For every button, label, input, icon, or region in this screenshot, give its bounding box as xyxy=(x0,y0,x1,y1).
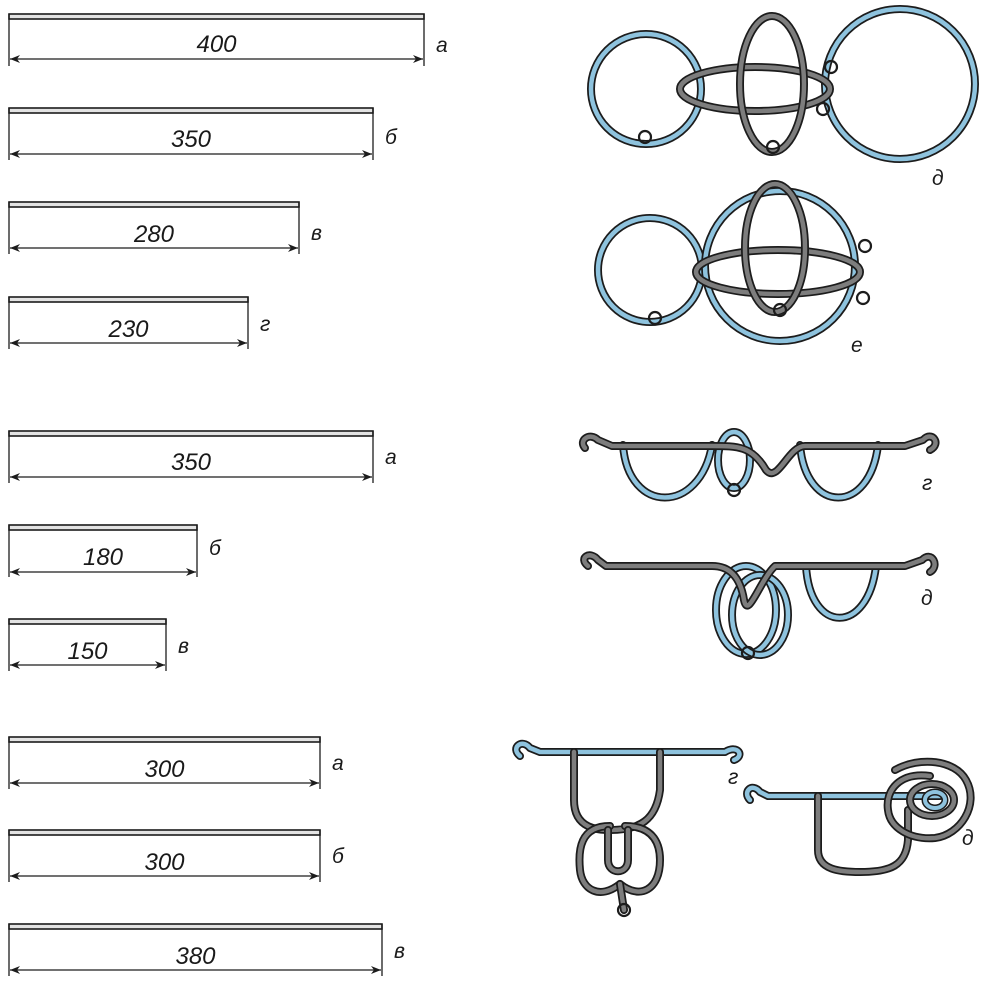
rod-bar xyxy=(8,923,383,930)
puzzle-figure-g3-g: г xyxy=(512,739,744,918)
rod-bar xyxy=(8,829,321,836)
gray-u-hanger xyxy=(570,748,664,834)
wire-hook-knot xyxy=(740,645,756,661)
rod-length-label: 300 xyxy=(144,849,185,876)
rod-bar xyxy=(8,736,321,743)
rod-bar xyxy=(8,430,374,437)
rod-letter: в xyxy=(311,222,322,245)
gray-rod xyxy=(578,432,940,477)
rod-g1-v: 280 в xyxy=(8,201,322,254)
rod-letter: б xyxy=(332,845,345,868)
blue-hanging-loops xyxy=(619,428,882,502)
rod-g3-b: 300 б xyxy=(8,829,345,882)
blue-rod xyxy=(743,783,944,804)
figure-letter: д xyxy=(932,167,944,190)
figure-letter: е xyxy=(851,334,863,357)
rod-bar xyxy=(8,201,300,208)
puzzle-figure-g1-e: е xyxy=(594,180,873,357)
puzzle-figure-g3-d: д xyxy=(743,757,975,876)
rod-length-label: 230 xyxy=(107,316,149,343)
figure-letter: г xyxy=(728,766,738,789)
wire-hook-knots xyxy=(637,59,839,155)
rod-g1-g: 230 г xyxy=(8,296,270,349)
blue-loops xyxy=(712,562,880,659)
rod-bar xyxy=(8,107,374,114)
blue-ring-left xyxy=(594,214,706,326)
rod-letter: а xyxy=(385,446,397,469)
rod-length-label: 400 xyxy=(196,31,237,58)
gray-coil xyxy=(883,757,975,843)
rod-length-label: 180 xyxy=(83,544,124,571)
puzzle-figure-g1-d: д xyxy=(587,5,979,190)
blue-rod xyxy=(512,739,744,764)
rod-length-label: 350 xyxy=(171,126,212,153)
rod-bar xyxy=(8,296,249,303)
rod-length-label: 280 xyxy=(133,221,175,248)
wire-hook-knot xyxy=(616,902,632,918)
rod-length-label: 300 xyxy=(144,756,185,783)
gray-horizontal-loop xyxy=(692,246,864,298)
rod-drawings: 400 а 350 б 280 в 230 г xyxy=(8,13,448,976)
blue-ring-left xyxy=(587,30,705,148)
rod-letter: в xyxy=(394,940,405,963)
gray-drop-loop xyxy=(575,822,664,914)
figure-letter: д xyxy=(921,587,933,610)
rod-g1-b: 350 б xyxy=(8,107,398,160)
gray-rod xyxy=(580,551,939,610)
rod-g2-b: 180 б xyxy=(8,524,222,577)
figure-letter: г xyxy=(922,472,932,495)
rod-bar xyxy=(8,618,167,625)
gray-horizontal-loop xyxy=(676,63,834,115)
rod-g2-v: 150 в xyxy=(8,618,189,671)
figure-letter: д xyxy=(962,827,974,850)
blue-ring-right xyxy=(821,5,979,163)
blue-ring-large xyxy=(701,187,859,345)
wire-hook-knot xyxy=(726,482,742,498)
rod-bar xyxy=(8,13,425,20)
rod-bar xyxy=(8,524,198,531)
rod-length-label: 350 xyxy=(171,449,212,476)
rod-letter: а xyxy=(332,752,344,775)
rod-length-label: 380 xyxy=(175,943,216,970)
puzzle-figures: д xyxy=(512,5,979,918)
rod-letter: б xyxy=(209,537,222,560)
rod-length-label: 150 xyxy=(67,638,108,665)
rod-letter: а xyxy=(436,34,448,57)
rod-g3-a: 300 а xyxy=(8,736,344,789)
rod-letter: в xyxy=(178,635,189,658)
rod-g2-a: 350 а xyxy=(8,430,397,483)
rod-letter: г xyxy=(260,313,270,336)
rod-letter: б xyxy=(385,126,398,149)
puzzle-figure-g2-g: г xyxy=(578,428,940,502)
rod-g3-v: 380 в xyxy=(8,923,405,976)
puzzle-figure-g2-d: д xyxy=(580,551,939,661)
wire-hook-knots xyxy=(647,238,873,326)
gray-u-loop xyxy=(814,792,912,876)
rod-g1-a: 400 а xyxy=(8,13,448,66)
gray-vertical-ring xyxy=(736,12,808,156)
